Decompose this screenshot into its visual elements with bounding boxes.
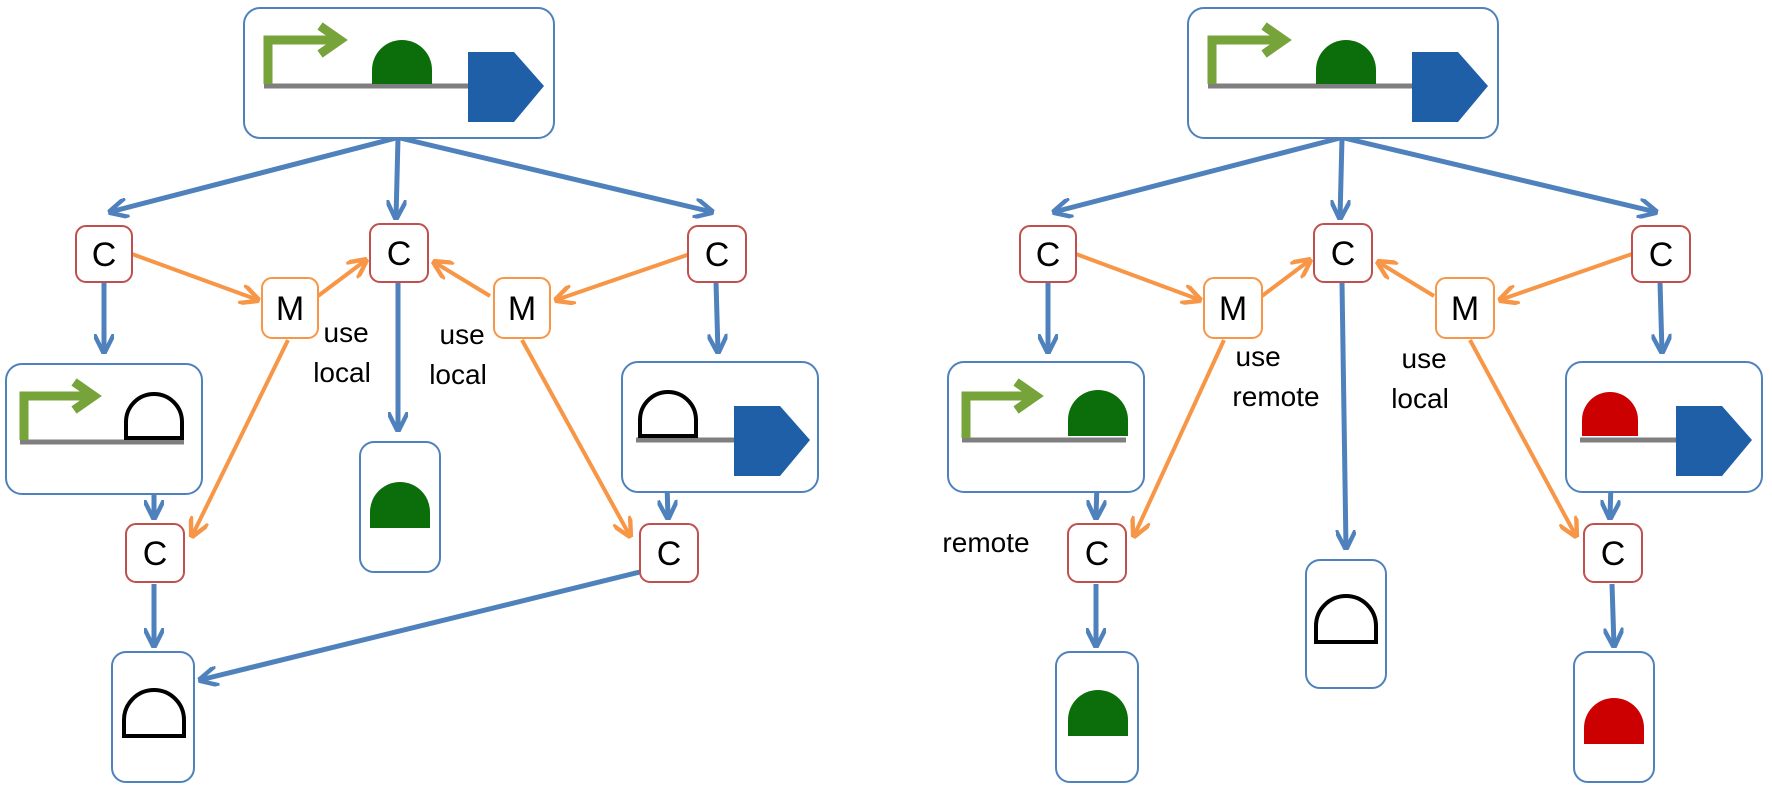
annotation-use-local: use local — [1391, 343, 1454, 414]
edge-c5-to-bottom — [1612, 583, 1614, 646]
right-diagram: C C C C C M M use remote — [942, 7, 1763, 783]
svg-text:C: C — [1331, 235, 1356, 273]
merge-node: M — [493, 277, 551, 339]
left-blue-edges — [104, 135, 718, 680]
right-orange-edges — [1075, 252, 1633, 536]
edge-m1-to-c4 — [192, 339, 290, 536]
svg-text:C: C — [1649, 236, 1674, 274]
edge-c5-to-bottom — [200, 569, 641, 680]
svg-text:C: C — [657, 535, 682, 573]
edge-top-to-c1 — [110, 135, 397, 212]
cds-pentagon-icon — [468, 52, 544, 122]
right-blue-edges — [1048, 135, 1662, 646]
promoter-arrow-icon — [1261, 22, 1292, 58]
rbs-dome-icon — [638, 390, 698, 438]
left-orange-edges — [131, 252, 691, 536]
control-node: C — [1067, 523, 1127, 583]
promoter-arrow-icon — [19, 391, 88, 440]
promoter-arrow-icon — [71, 378, 102, 414]
merge-node: M — [261, 277, 319, 339]
edge-c1-to-m1 — [131, 252, 258, 300]
annotation-use-local: use local — [313, 317, 376, 388]
left-diagram: C C C C C M M use local — [5, 7, 819, 783]
control-node: C — [1583, 523, 1643, 583]
control-node: C — [1313, 223, 1373, 283]
svg-text:M: M — [1219, 290, 1247, 328]
construct-box — [1565, 361, 1763, 493]
promoter-arrow-icon — [317, 22, 348, 58]
annotation-use-remote: use remote — [1232, 341, 1319, 412]
edge-m2-to-c2 — [1378, 262, 1436, 298]
rbs-dome-icon — [372, 40, 432, 84]
edge-c3-to-m2 — [556, 252, 691, 300]
promoter-arrow-icon — [263, 35, 334, 84]
svg-text:C: C — [92, 236, 117, 274]
rbs-dome-icon — [1584, 698, 1644, 744]
merge-node: M — [1435, 277, 1495, 339]
svg-text:M: M — [508, 290, 536, 328]
svg-text:C: C — [1036, 236, 1061, 274]
part-box — [111, 651, 195, 783]
edge-c2-to-rbs-box — [1342, 281, 1346, 548]
edge-c3-to-m2 — [1500, 252, 1633, 300]
svg-text:C: C — [1601, 535, 1626, 573]
edge-m1-to-c2 — [316, 260, 366, 298]
rbs-dome-icon — [1582, 392, 1638, 436]
part-box — [1305, 559, 1387, 689]
annotation-remote: remote — [942, 527, 1029, 558]
svg-text:C: C — [1085, 535, 1110, 573]
merge-node: M — [1203, 277, 1263, 339]
edge-m2-to-c5 — [1468, 339, 1576, 536]
construct-box — [5, 363, 203, 495]
edge-top-to-c2 — [1340, 137, 1342, 218]
svg-text:M: M — [276, 290, 304, 328]
edge-top-to-c3 — [1343, 135, 1656, 212]
rbs-dome-icon — [1316, 40, 1376, 84]
control-node: C — [1631, 225, 1691, 283]
edge-c1-to-m1 — [1075, 252, 1200, 300]
rbs-dome-icon — [1068, 390, 1128, 436]
control-node: C — [687, 225, 747, 283]
promoter-arrow-icon — [961, 391, 1030, 438]
construct-box — [621, 361, 819, 493]
svg-text:C: C — [143, 535, 168, 573]
edge-m1-to-c2 — [1260, 260, 1310, 298]
rbs-dome-icon — [1068, 690, 1128, 736]
edge-m2-to-c5 — [520, 339, 630, 536]
cds-pentagon-icon — [1676, 406, 1752, 476]
promoter-arrow-icon — [1207, 35, 1278, 84]
part-box — [1573, 651, 1655, 783]
rbs-dome-icon — [124, 392, 184, 440]
control-node: C — [639, 523, 699, 583]
left-top-construct — [243, 7, 555, 139]
edge-m2-to-c2 — [434, 262, 492, 298]
control-node: C — [369, 223, 429, 283]
edge-top-to-c1 — [1054, 135, 1341, 212]
edge-c3-to-box — [1660, 281, 1662, 352]
edge-c3-to-box — [716, 281, 718, 352]
rbs-dome-icon — [122, 688, 186, 738]
control-node: C — [125, 523, 185, 583]
annotation-use-local: use local — [429, 319, 492, 390]
cds-pentagon-icon — [734, 406, 810, 476]
svg-text:C: C — [705, 236, 730, 274]
right-top-construct — [1187, 7, 1499, 139]
svg-text:C: C — [387, 235, 412, 273]
svg-text:M: M — [1451, 290, 1479, 328]
construct-box — [947, 361, 1145, 493]
promoter-arrow-icon — [1013, 378, 1044, 414]
rbs-dome-icon — [370, 482, 430, 528]
cds-pentagon-icon — [1412, 52, 1488, 122]
rbs-dome-icon — [1314, 594, 1378, 644]
edge-top-to-c2 — [396, 137, 398, 218]
control-node: C — [1019, 225, 1077, 283]
control-node: C — [75, 225, 133, 283]
part-box — [1055, 651, 1139, 783]
edge-m1-to-c4 — [1134, 339, 1226, 536]
part-box — [359, 441, 441, 573]
edge-top-to-c3 — [399, 135, 712, 212]
